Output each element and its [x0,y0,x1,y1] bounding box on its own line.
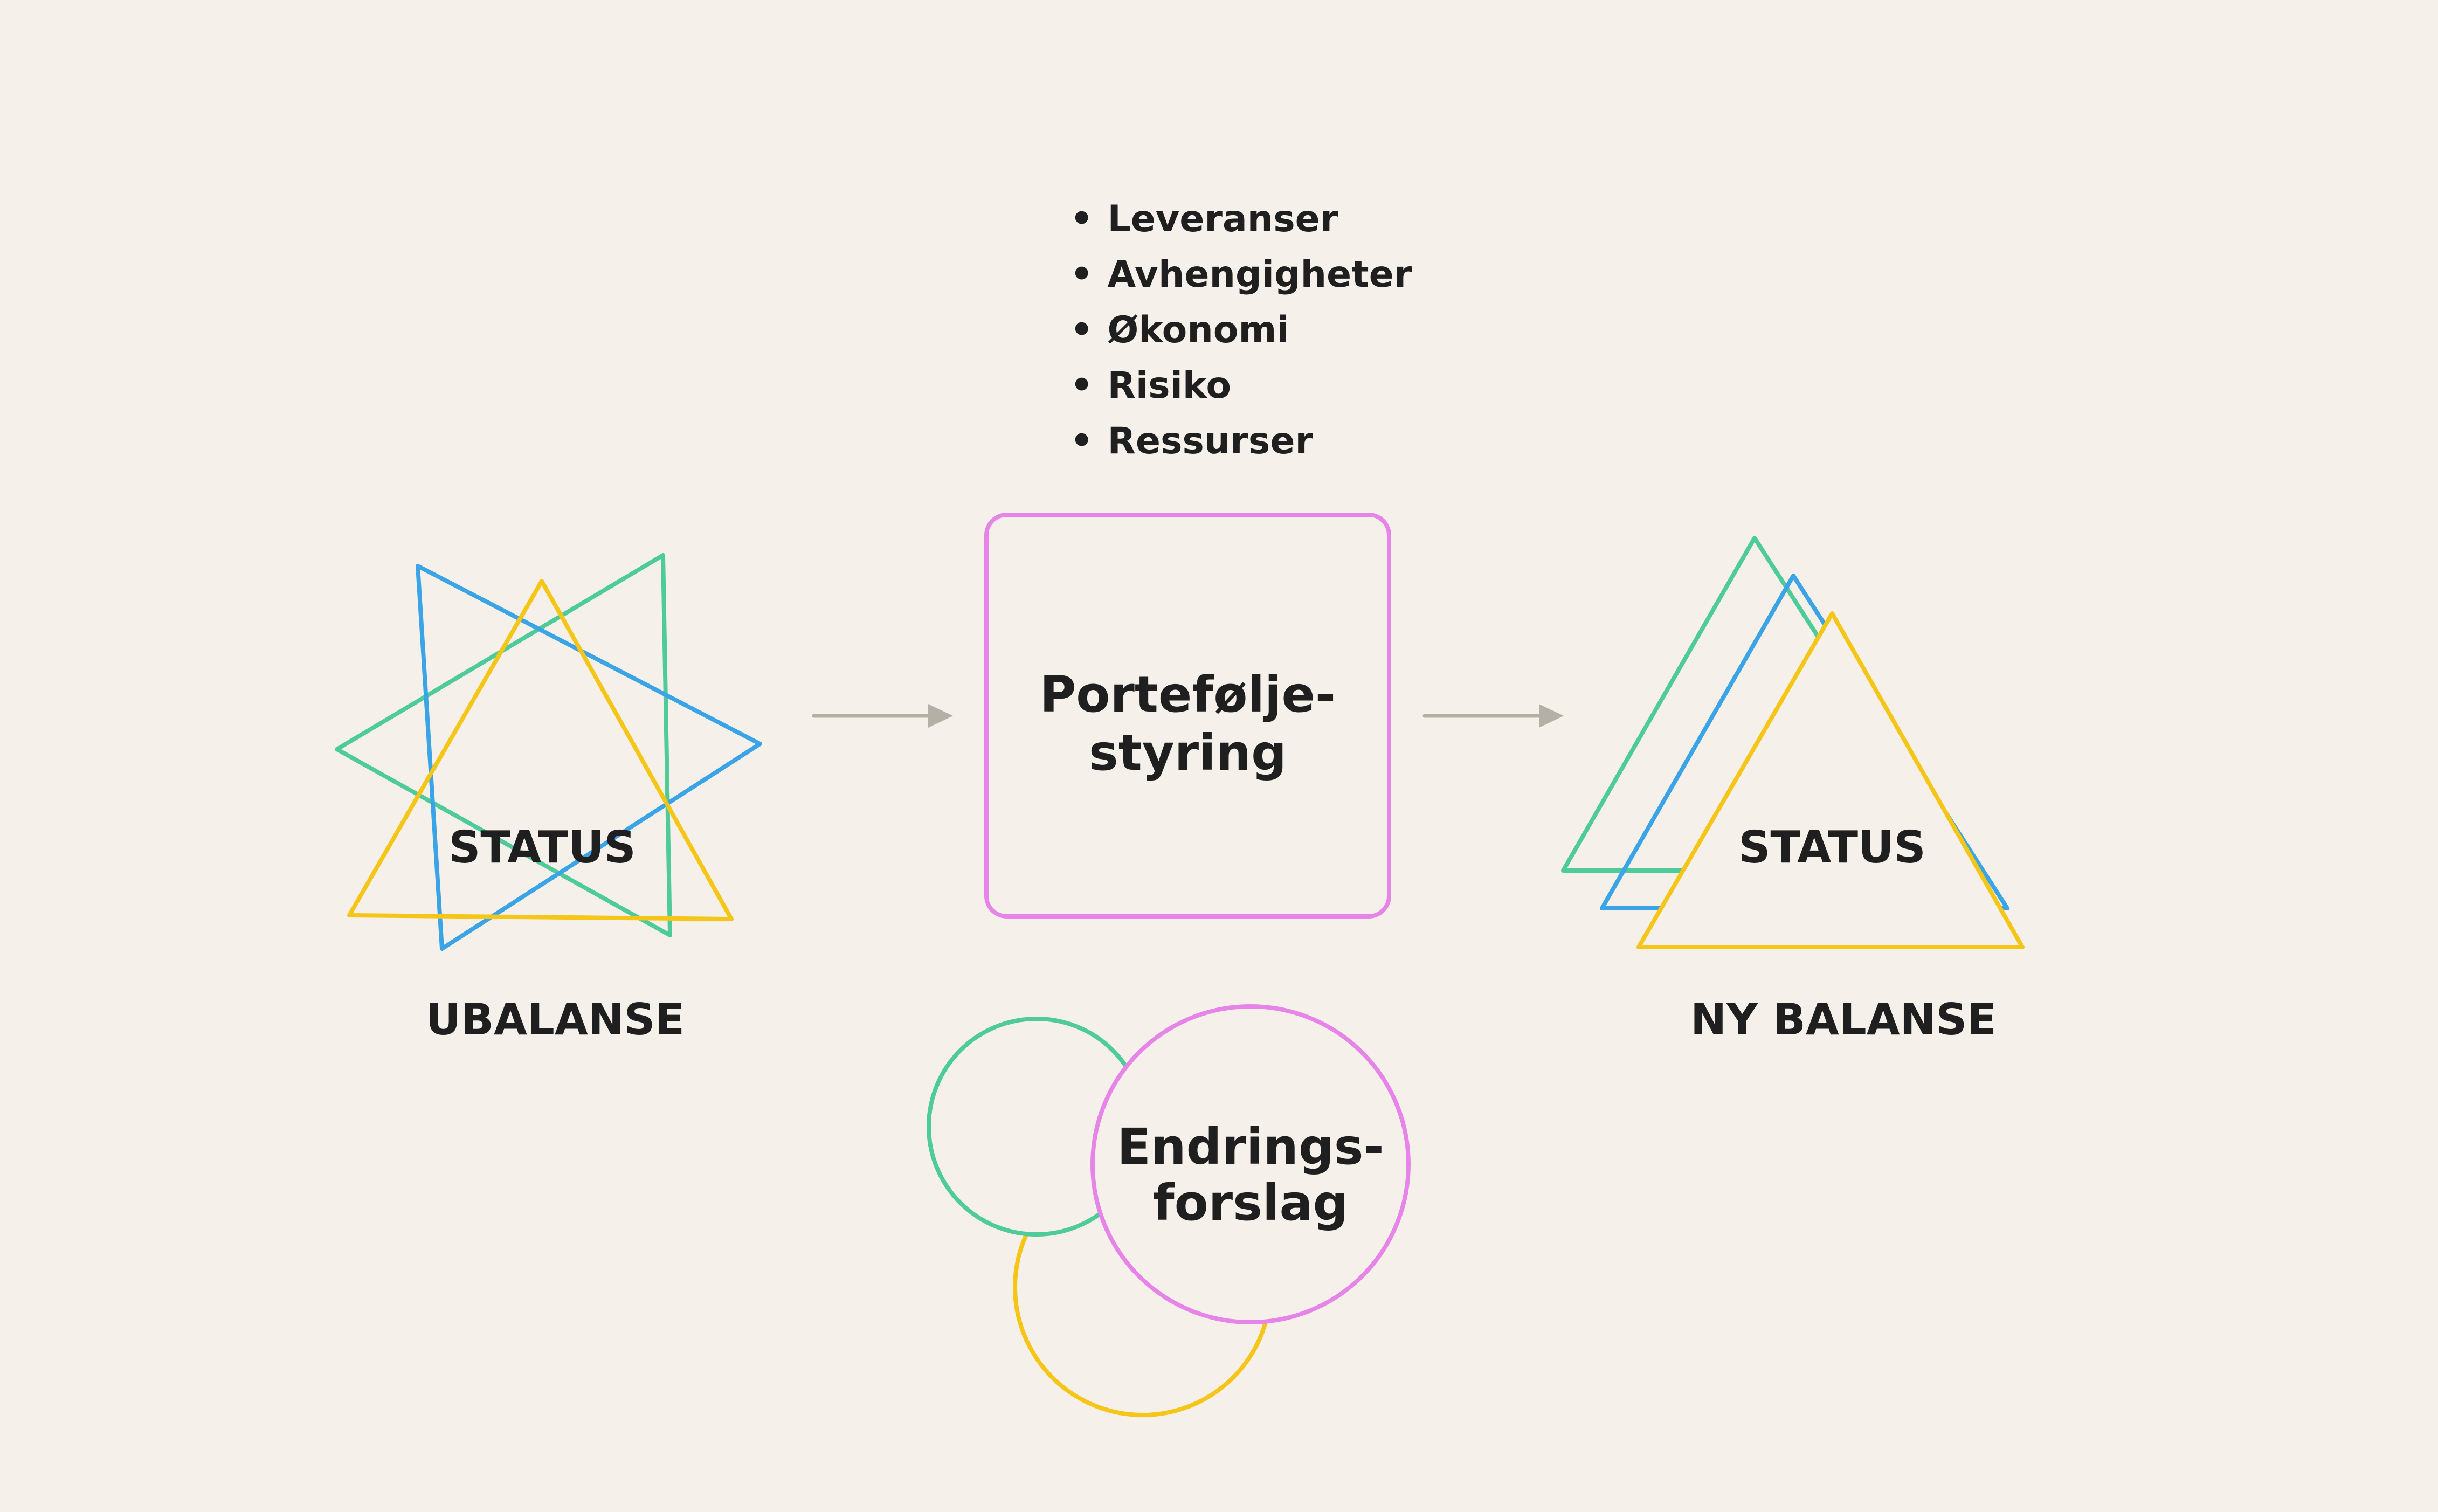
arrow-left-head [928,704,953,728]
bullet-item: Ressurser [1070,413,1412,469]
change-proposal-line1: Endrings- [1117,1118,1384,1176]
change-pink-circle [1090,1004,1411,1324]
left-caption-ubalanse: UBALANSE [426,995,685,1045]
portfolio-bullet-list: Leveranser Avhengigheter Økonomi Risiko … [1070,191,1412,469]
arrow-right-head [1539,704,1564,728]
right-caption-ny-balanse: NY BALANSE [1690,995,1997,1045]
right-yellow-triangle [1636,611,2025,949]
bullet-item: Risiko [1070,358,1412,413]
left-yellow-triangle [347,579,734,921]
bullet-item: Avhengigheter [1070,247,1412,302]
bullet-item: Økonomi [1070,302,1412,358]
bullet-item: Leveranser [1070,191,1412,247]
right-status-label: STATUS [1738,822,1926,873]
portfolio-box-line2: styring [1089,724,1287,782]
portfolio-box-line1: Portefølje- [1039,666,1336,723]
change-proposal-line2: forslag [1152,1174,1349,1232]
left-blue-triangle [416,564,762,951]
left-status-label: STATUS [448,822,636,873]
portfolio-box [984,513,1391,919]
